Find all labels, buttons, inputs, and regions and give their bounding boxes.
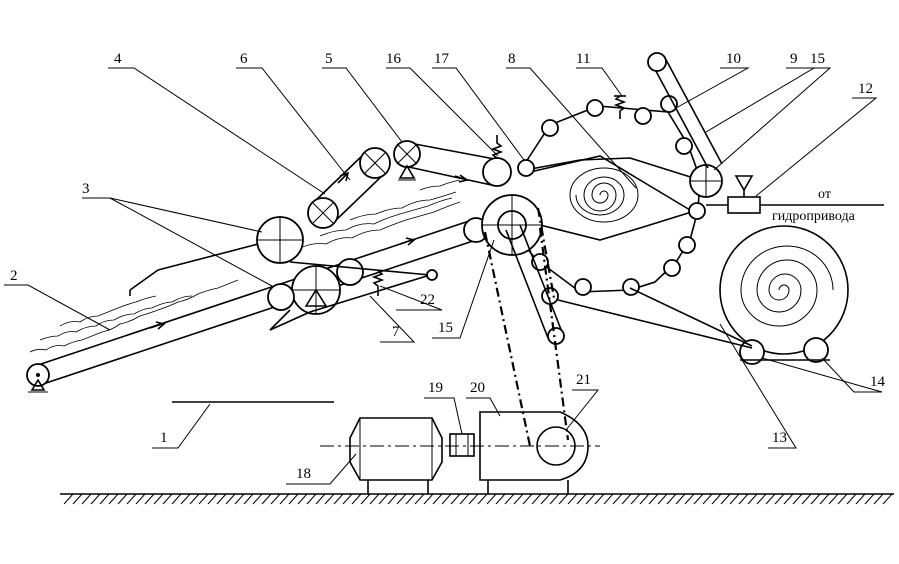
label-11: 11 bbox=[576, 51, 590, 67]
chamber-roller-icon bbox=[678, 236, 696, 254]
label-21: 21 bbox=[576, 372, 591, 388]
top-belt-conveyor bbox=[393, 135, 512, 187]
label-19: 19 bbox=[428, 380, 443, 396]
feed-roller-conveyor bbox=[307, 147, 391, 229]
spring-icon bbox=[613, 95, 627, 119]
drive-train bbox=[172, 401, 600, 494]
label-5: 5 bbox=[325, 51, 333, 67]
label-2: 2 bbox=[10, 268, 18, 284]
hydraulic-annotation: от гидропривода bbox=[772, 187, 856, 224]
spring-icon bbox=[371, 270, 385, 287]
hydraulic-unit bbox=[706, 175, 884, 214]
label-8: 8 bbox=[508, 51, 516, 67]
guide-plate bbox=[129, 241, 267, 296]
label-17: 17 bbox=[434, 51, 450, 67]
triangle-support-icon bbox=[304, 288, 328, 307]
chamber-roller-icon bbox=[586, 99, 604, 117]
forage-layer bbox=[29, 179, 461, 353]
small-roller-icon bbox=[267, 283, 295, 311]
chamber-roller-icon bbox=[622, 278, 640, 296]
pickup-conveyor bbox=[26, 217, 489, 393]
label-6: 6 bbox=[240, 51, 248, 67]
label-3: 3 bbox=[82, 181, 90, 197]
label-7: 7 bbox=[392, 324, 400, 340]
coupling-icon bbox=[449, 433, 475, 457]
label-16: 16 bbox=[386, 51, 402, 67]
label-9: 9 bbox=[790, 51, 798, 67]
compaction-rollers bbox=[256, 216, 438, 331]
label-10: 10 bbox=[726, 51, 741, 67]
electric-motor-icon bbox=[349, 417, 443, 481]
ground bbox=[60, 493, 894, 505]
chain-drive bbox=[483, 207, 570, 447]
small-roller-icon bbox=[336, 258, 364, 286]
label-12: 12 bbox=[858, 81, 873, 97]
label-14: 14 bbox=[870, 374, 886, 390]
label-20: 20 bbox=[470, 380, 485, 396]
label-15-right: 15 bbox=[810, 51, 825, 67]
label-18: 18 bbox=[296, 466, 311, 482]
drive-drum bbox=[481, 194, 565, 345]
label-22: 22 bbox=[420, 292, 435, 308]
bale-chamber bbox=[517, 95, 723, 305]
chamber-roller-icon bbox=[541, 119, 559, 137]
roller-icon bbox=[482, 157, 512, 187]
annotation-from: от bbox=[818, 187, 831, 202]
chamber-roller-icon bbox=[675, 137, 693, 155]
annotation-hydrodrive: гидропривода bbox=[772, 209, 856, 224]
label-13: 13 bbox=[772, 430, 787, 446]
triangle-support-icon bbox=[398, 164, 416, 179]
chamber-roller-icon bbox=[663, 259, 681, 277]
round-bale-icon bbox=[719, 225, 849, 355]
tensioner-arm bbox=[647, 52, 723, 169]
chamber-roller-icon bbox=[574, 278, 592, 296]
finished-bale bbox=[557, 225, 849, 365]
spring-icon bbox=[490, 135, 504, 159]
label-15-left: 15 bbox=[438, 320, 453, 336]
leader-lines bbox=[4, 67, 883, 485]
chamber-roller-icon bbox=[634, 107, 652, 125]
chamber-roller-icon bbox=[517, 159, 535, 177]
chamber-roller-icon bbox=[688, 202, 706, 220]
chamber-roller-icon bbox=[660, 95, 678, 113]
part-labels: 2 3 4 6 5 16 17 8 11 10 9 15 12 1 18 19 … bbox=[10, 51, 886, 482]
label-4: 4 bbox=[114, 51, 122, 67]
label-1: 1 bbox=[160, 430, 168, 446]
triangle-support-icon bbox=[30, 378, 46, 391]
